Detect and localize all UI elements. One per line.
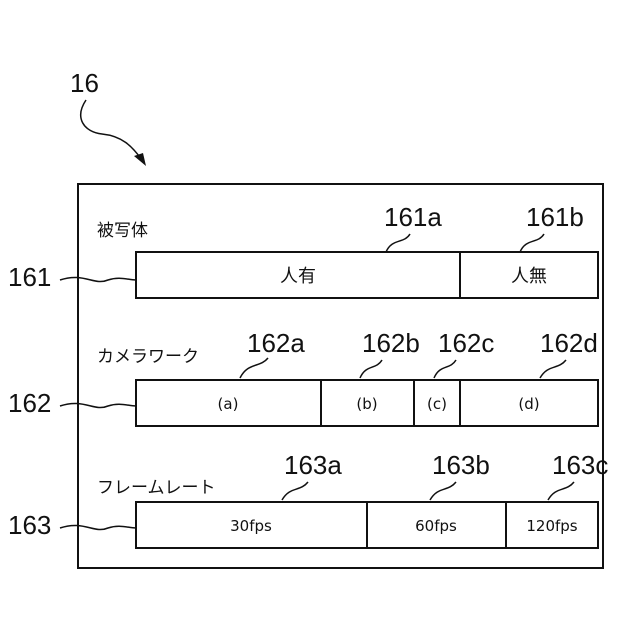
row-framerate: 163 フレームレート 30fps 60fps 120fps 163a 163b… [8,450,608,548]
segment-ref-leader [548,482,574,500]
segment-ref: 163b [432,450,490,480]
segment-label: (b) [356,395,377,413]
segment-ref-leader [430,482,456,500]
row-title: 被写体 [97,221,148,241]
segment-label: (a) [218,395,239,413]
row-camerawork: 162 カメラワーク (a) (b) (c) (d) 162a 162b 162… [8,328,598,426]
segment-ref-leader [386,234,410,252]
segment-ref-leader [360,360,382,378]
segment-ref: 162d [540,328,598,358]
segment-label: 人無 [511,266,547,287]
segment-label: 60fps [415,517,457,535]
segment-ref: 162a [247,328,305,358]
figure-ref: 16 [70,68,99,98]
figure-ref-arrow [81,100,142,160]
row-ref-leader [60,525,136,529]
segment-ref: 162c [438,328,494,358]
segment-ref: 163a [284,450,342,480]
segment-label: (c) [427,395,447,413]
segment-ref: 162b [362,328,420,358]
segment-ref: 163c [552,450,608,480]
segment-label: 人有 [280,266,316,287]
segment-ref-leader [520,234,544,252]
segment-ref-leader [434,360,456,378]
segment-label: 120fps [526,517,577,535]
segment-label: 30fps [230,517,272,535]
segment-ref: 161b [526,202,584,232]
row-title: フレームレート [97,478,216,498]
segment-ref-leader [240,358,268,378]
row-ref: 163 [8,510,51,540]
segment-ref-leader [540,360,566,378]
row-subject: 161 被写体 人有 人無 161a 161b [8,202,598,298]
segment-label: (d) [518,395,539,413]
segment-ref: 161a [384,202,442,232]
row-title: カメラワーク [97,347,199,367]
row-ref-leader [60,277,136,281]
figure-ref-arrowhead [134,153,146,166]
row-ref: 161 [8,262,51,292]
segment-ref-leader [282,482,308,500]
row-ref-leader [60,403,136,407]
row-ref: 162 [8,388,51,418]
